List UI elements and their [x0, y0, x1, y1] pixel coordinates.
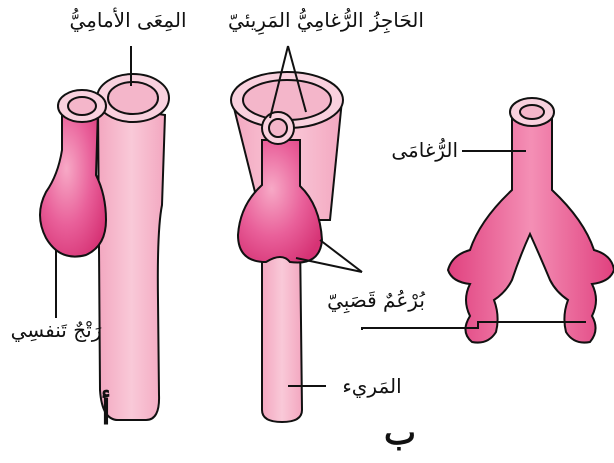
label-trachea: الرُّغامَى: [378, 140, 458, 160]
foregut-tube: [98, 105, 165, 420]
panel-b-drawing: [231, 72, 343, 422]
panel-label-b: ب: [380, 416, 420, 450]
label-lung-bud: رَتْجٌ تَنفسِي: [0, 320, 112, 340]
label-esophagus: المَريء: [332, 376, 412, 396]
foregut-opening-inner: [108, 82, 158, 114]
panel-a-drawing: [40, 74, 169, 420]
trachea-opening-inner: [520, 105, 544, 119]
trachea-lumen-inner: [269, 119, 287, 137]
label-foregut: المِعَى الأمامِيُّ: [48, 10, 208, 30]
panel-c-drawing: [448, 98, 614, 343]
label-tracheoesophageal-septum: الحَاجِزُ الرُّغامِيُّ المَرِيئيّ: [214, 10, 438, 30]
panel-label-a: أ: [86, 396, 126, 430]
label-bronchial-buds: بُرْعُمٌ قَصَبِيّ: [306, 290, 446, 310]
lung-bud: [40, 110, 106, 257]
branching-trachea: [448, 112, 614, 343]
respiratory-opening-inner: [68, 97, 96, 115]
